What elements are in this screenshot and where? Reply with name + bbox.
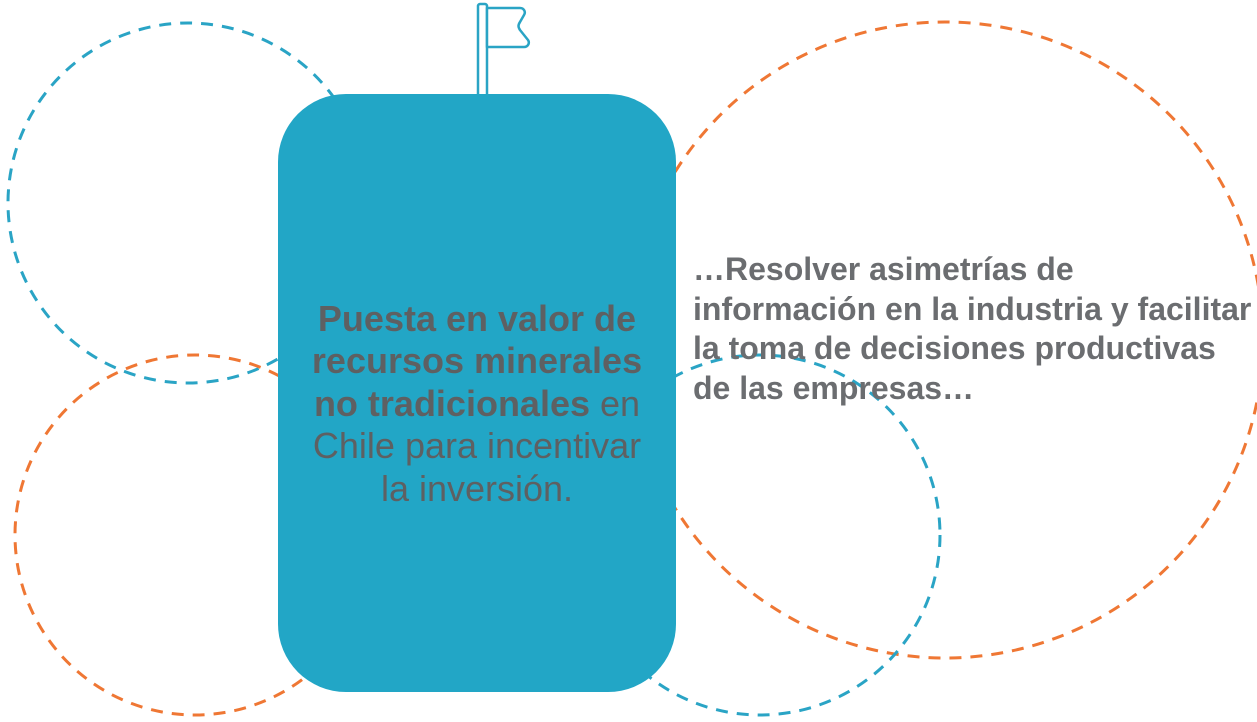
main-goal-text: Puesta en valor de recursos minerales no… [298, 298, 656, 510]
objective-text: …Resolver asimetrías de información en l… [693, 251, 1252, 407]
flag-icon [476, 2, 531, 98]
teal-circle-bottom-right [578, 353, 942, 717]
main-goal-box: Puesta en valor de recursos minerales no… [278, 94, 676, 692]
main-goal-bold-text: Puesta en valor de recursos minerales no… [311, 297, 643, 424]
main-goal-regular-text: en Chile para incentivar la inversión. [312, 382, 642, 509]
